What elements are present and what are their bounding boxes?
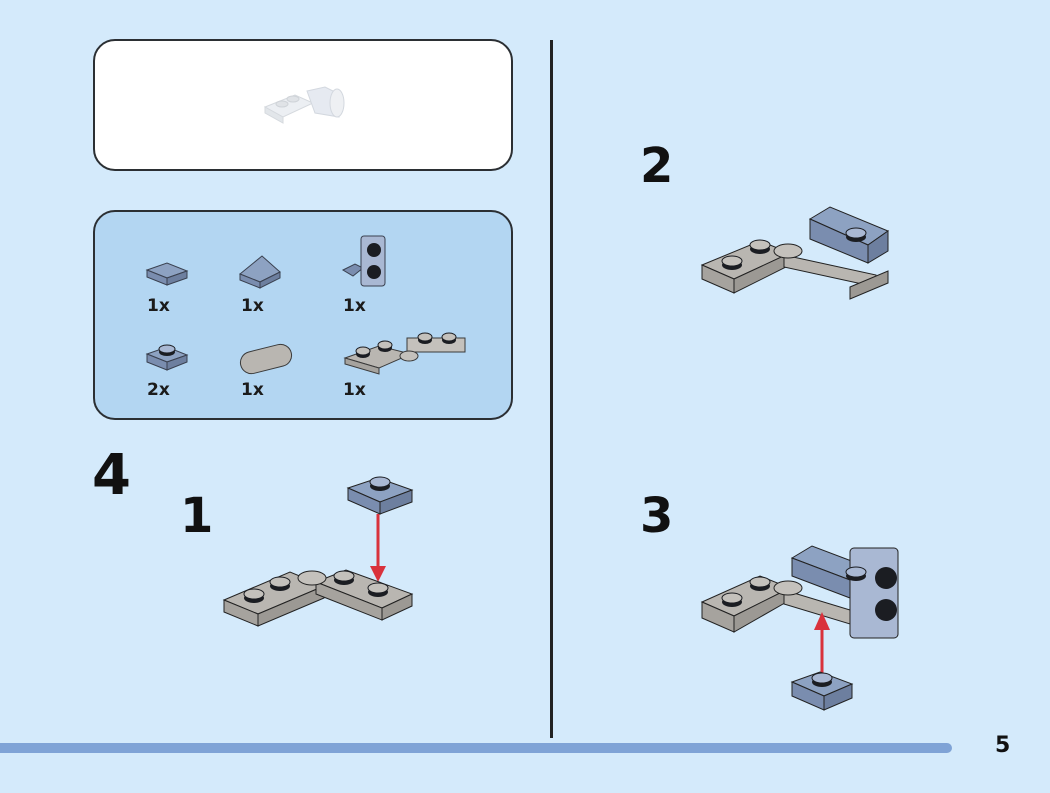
page-footer-bar [0, 743, 952, 753]
part-qty: 1x [241, 296, 264, 316]
parts-list-box: 1x 1x 1x 2x 1x 1x [93, 210, 513, 420]
tile-1x1-icon [145, 262, 189, 286]
part-qty: 1x [343, 296, 366, 316]
slope-1x1-icon [239, 255, 281, 289]
substep-2-number: 2 [640, 138, 674, 194]
model-preview-box [93, 39, 513, 171]
substep-1-illustration [222, 476, 414, 627]
part-qty: 1x [147, 296, 170, 316]
page-number: 5 [995, 733, 1011, 758]
part-qty: 1x [241, 380, 264, 400]
column-divider [550, 40, 553, 738]
substep-2-illustration [700, 206, 890, 300]
substep-3-number: 3 [640, 488, 674, 544]
assembled-model-preview-icon [263, 86, 345, 124]
tile-rounded-icon [239, 343, 293, 375]
main-step-number: 4 [92, 443, 131, 508]
hinge-plate-icon [343, 332, 466, 375]
bracket-icon [341, 235, 386, 287]
substep-3-illustration [700, 545, 899, 711]
part-qty: 2x [147, 380, 170, 400]
plate-1x1-icon [145, 344, 189, 371]
part-qty: 1x [343, 380, 366, 400]
substep-1-number: 1 [180, 488, 214, 544]
